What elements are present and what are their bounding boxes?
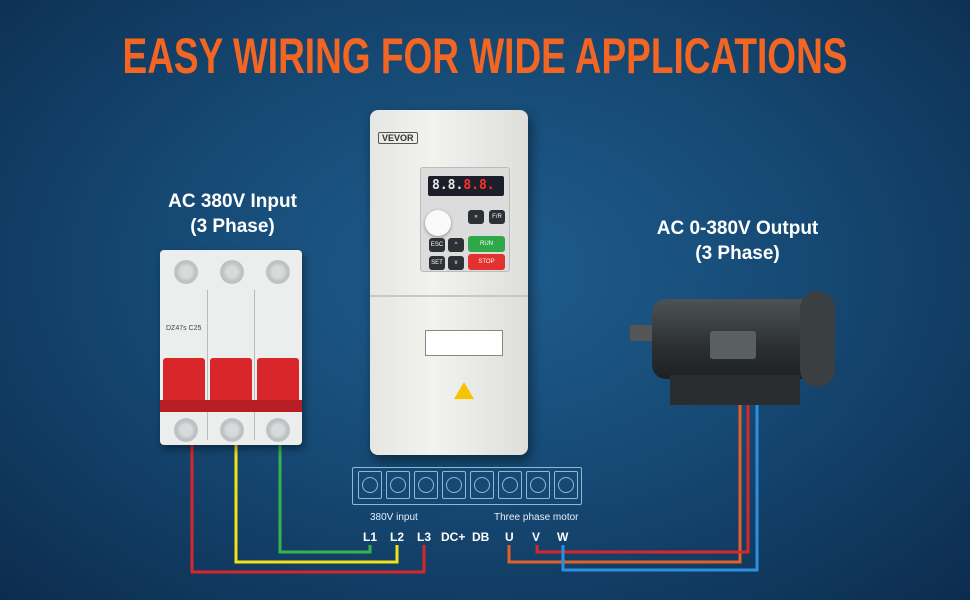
breaker-text: DZ47s C25 xyxy=(166,325,202,332)
set-button[interactable]: SET xyxy=(429,256,445,270)
terminal-v: V xyxy=(532,530,541,544)
screw-icon xyxy=(220,418,244,442)
output-label-line2: (3 Phase) xyxy=(695,243,780,264)
page-title: EASY WIRING FOR WIDE APPLICATIONS xyxy=(122,28,848,84)
terminal-l1: L1 xyxy=(363,530,378,544)
input-label-line1: AC 380V Input xyxy=(168,191,297,212)
warning-label xyxy=(425,330,503,356)
electric-motor xyxy=(630,285,835,410)
terminal-screw-6 xyxy=(526,471,550,499)
input-label-line2: (3 Phase) xyxy=(190,216,275,237)
terminal-screw-1 xyxy=(386,471,410,499)
wire-u-orange xyxy=(507,405,742,564)
terminal-screw-0 xyxy=(358,471,382,499)
wire-w-blue xyxy=(561,405,759,572)
motor-caption: Three phase motor xyxy=(494,512,579,523)
terminal-l3: L3 xyxy=(417,530,432,544)
screw-icon xyxy=(174,260,198,284)
display: 8.8.8.8. xyxy=(428,176,504,196)
wire-l1-green xyxy=(278,432,372,554)
stop-button[interactable]: STOP xyxy=(468,254,505,270)
terminal-l2: L2 xyxy=(390,530,405,544)
screw-icon xyxy=(266,418,290,442)
screw-icon xyxy=(266,260,290,284)
terminal-screw-5 xyxy=(498,471,522,499)
vfd-inverter: VEVOR 8.8.8.8. « F/R ESC ^ RUN SET v STO… xyxy=(370,110,528,455)
circuit-breaker: DZ47s C25 xyxy=(160,250,302,445)
input-caption: 380V input xyxy=(370,512,418,523)
terminal-dc-plus: DC+ xyxy=(441,530,466,544)
wire-l2-yellow xyxy=(234,432,399,564)
screw-icon xyxy=(174,418,198,442)
brand-logo: VEVOR xyxy=(378,132,418,144)
terminal-screw-3 xyxy=(442,471,466,499)
terminal-db: DB xyxy=(472,530,490,544)
terminal-block xyxy=(352,467,582,505)
speed-knob[interactable] xyxy=(425,210,451,236)
output-label: AC 0-380V Output (3 Phase) xyxy=(630,216,845,266)
output-label-line1: AC 0-380V Output xyxy=(656,218,819,239)
keypad: 8.8.8.8. « F/R ESC ^ RUN SET v STOP xyxy=(420,167,510,272)
display-left: 8.8. xyxy=(432,178,464,193)
screw-icon xyxy=(220,260,244,284)
wire-v-red xyxy=(535,405,750,554)
run-button[interactable]: RUN xyxy=(468,236,505,252)
wiring xyxy=(190,405,759,574)
hazard-icon xyxy=(454,382,474,399)
down-button[interactable]: v xyxy=(448,256,464,270)
up-button[interactable]: ^ xyxy=(448,238,464,252)
display-right: 8.8. xyxy=(463,178,495,193)
wire-l3-red xyxy=(190,432,426,574)
fr-button[interactable]: F/R xyxy=(489,210,505,224)
terminal-screw-7 xyxy=(554,471,578,499)
shift-button[interactable]: « xyxy=(468,210,484,224)
terminal-w: W xyxy=(557,530,569,544)
terminal-screw-2 xyxy=(414,471,438,499)
esc-button[interactable]: ESC xyxy=(429,238,445,252)
terminal-screw-4 xyxy=(470,471,494,499)
input-label: AC 380V Input (3 Phase) xyxy=(130,189,335,239)
terminal-u: U xyxy=(505,530,514,544)
